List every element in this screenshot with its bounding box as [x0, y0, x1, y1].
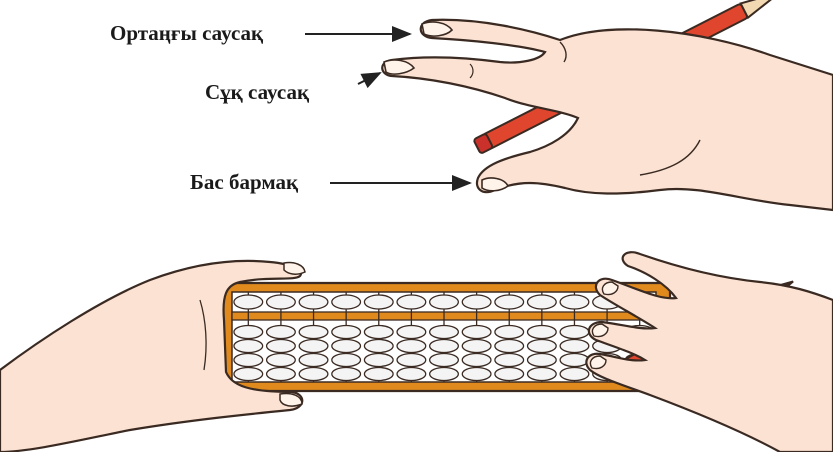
- label-index-finger: Сұқ саусақ: [205, 82, 309, 103]
- abacus-upper-bead: [527, 295, 556, 309]
- abacus-lower-bead: [299, 368, 328, 381]
- abacus-lower-bead: [560, 326, 589, 339]
- abacus-upper-bead: [462, 295, 491, 309]
- abacus-lower-bead: [560, 340, 589, 353]
- abacus-lower-bead: [495, 354, 524, 367]
- abacus-upper-bead: [430, 295, 459, 309]
- abacus-upper-bead: [495, 295, 524, 309]
- abacus-lower-bead: [267, 354, 296, 367]
- label-thumb: Бас бармақ: [190, 172, 298, 193]
- abacus-lower-bead: [462, 354, 491, 367]
- abacus-lower-bead: [332, 326, 361, 339]
- abacus-lower-bead: [527, 326, 556, 339]
- abacus-lower-bead: [397, 368, 426, 381]
- abacus-lower-bead: [267, 340, 296, 353]
- abacus-upper-bead: [364, 295, 393, 309]
- abacus-lower-bead: [234, 354, 263, 367]
- abacus-upper-bead: [332, 295, 361, 309]
- abacus-lower-bead: [430, 354, 459, 367]
- abacus-lower-bead: [495, 326, 524, 339]
- abacus-lower-bead: [430, 368, 459, 381]
- abacus-lower-bead: [364, 354, 393, 367]
- abacus-upper-bead: [299, 295, 328, 309]
- abacus-lower-bead: [430, 326, 459, 339]
- abacus-lower-bead: [397, 354, 426, 367]
- abacus-lower-bead: [430, 340, 459, 353]
- abacus-lower-bead: [234, 340, 263, 353]
- label-middle-finger: Ортаңғы саусақ: [110, 23, 263, 44]
- abacus-lower-bead: [495, 340, 524, 353]
- abacus-lower-bead: [527, 340, 556, 353]
- abacus-upper-bead: [234, 295, 263, 309]
- abacus-lower-bead: [364, 340, 393, 353]
- abacus-lower-bead: [397, 326, 426, 339]
- abacus-lower-bead: [560, 368, 589, 381]
- abacus-lower-bead: [462, 326, 491, 339]
- abacus-lower-bead: [332, 354, 361, 367]
- abacus-lower-bead: [299, 340, 328, 353]
- hand-top: [382, 20, 833, 210]
- abacus-lower-bead: [234, 368, 263, 381]
- abacus-lower-bead: [527, 354, 556, 367]
- abacus-lower-bead: [332, 340, 361, 353]
- abacus-upper-bead: [267, 295, 296, 309]
- abacus-lower-bead: [364, 368, 393, 381]
- abacus-upper-bead: [560, 295, 589, 309]
- abacus-lower-bead: [299, 354, 328, 367]
- abacus-lower-bead: [234, 326, 263, 339]
- abacus-lower-bead: [560, 354, 589, 367]
- abacus-lower-bead: [299, 326, 328, 339]
- abacus-lower-bead: [495, 368, 524, 381]
- abacus-lower-bead: [462, 368, 491, 381]
- abacus-lower-bead: [267, 368, 296, 381]
- abacus-lower-bead: [364, 326, 393, 339]
- abacus-lower-bead: [527, 368, 556, 381]
- abacus-upper-bead: [397, 295, 426, 309]
- arrow-index-finger: [358, 73, 380, 84]
- abacus-lower-bead: [332, 368, 361, 381]
- abacus-lower-bead: [462, 340, 491, 353]
- abacus-lower-bead: [267, 326, 296, 339]
- abacus-lower-bead: [397, 340, 426, 353]
